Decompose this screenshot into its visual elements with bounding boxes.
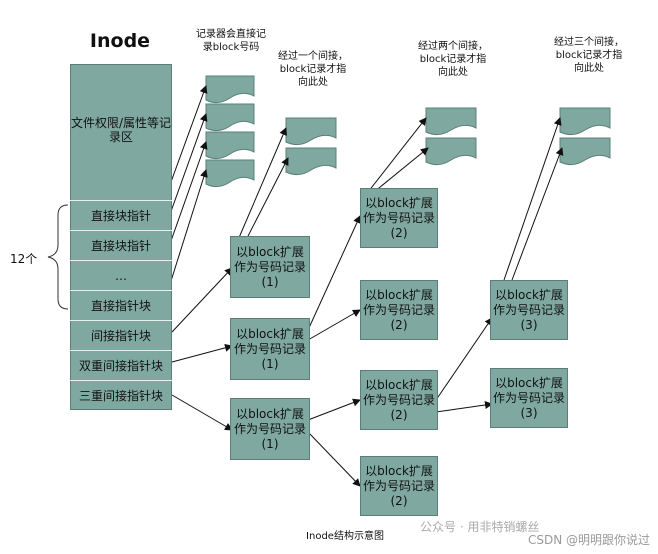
indirect-pointer: 间接指针块 — [70, 320, 172, 350]
data-block — [425, 107, 477, 136]
ext-block-2b: 以block扩展作为号码记录(2) — [360, 280, 438, 340]
triple-indirect-pointer: 三重间接指针块 — [70, 380, 172, 410]
ext-block-1c: 以block扩展作为号码记录(1) — [230, 398, 310, 460]
double-indirect-pointer: 双重间接指针块 — [70, 350, 172, 380]
ext-block-2d: 以block扩展作为号码记录(2) — [360, 456, 438, 516]
ext-block-3a: 以block扩展作为号码记录(3) — [490, 280, 568, 340]
direct-pointer-last: 直接指针块 — [70, 290, 172, 320]
attr-area: 文件权限/属性等记录区 — [70, 116, 172, 144]
ext-block-1b: 以block扩展作为号码记录(1) — [230, 318, 310, 380]
note-single: 经过一个间接，block记录才指向此处 — [278, 51, 348, 88]
data-block — [285, 147, 337, 176]
data-block — [205, 159, 255, 188]
note-double: 经过两个间接，block记录才指向此处 — [418, 41, 488, 78]
brace-label: 12个 — [10, 252, 38, 266]
inode-box — [70, 64, 172, 410]
ext-block-2a: 以block扩展作为号码记录(2) — [360, 188, 438, 248]
ext-block-1a: 以block扩展作为号码记录(1) — [230, 236, 310, 298]
direct-pointer-ellipsis: … — [70, 260, 172, 290]
data-block — [559, 137, 611, 166]
brace — [47, 204, 69, 310]
diagram-caption: Inode结构示意图 — [306, 531, 384, 542]
note-triple: 经过三个间接，block记录才指向此处 — [554, 37, 624, 74]
direct-pointer-2: 直接块指针 — [70, 230, 172, 260]
ext-block-3b: 以block扩展作为号码记录(3) — [490, 368, 568, 428]
watermark: CSDN @明明跟你说过 — [527, 533, 650, 547]
data-block — [205, 131, 255, 160]
ext-block-2c: 以block扩展作为号码记录(2) — [360, 370, 438, 430]
data-blocks — [205, 75, 611, 188]
watermark-top: 公众号 · 用非特销螺丝 — [420, 520, 540, 534]
note-direct: 记录器会直接记录block号码 — [196, 29, 266, 53]
data-block — [285, 117, 337, 146]
data-block — [205, 75, 255, 104]
data-block — [559, 107, 611, 136]
data-block — [425, 137, 477, 166]
inode-title: Inode — [89, 30, 151, 52]
data-block — [205, 103, 255, 132]
direct-pointer-1: 直接块指针 — [70, 200, 172, 230]
